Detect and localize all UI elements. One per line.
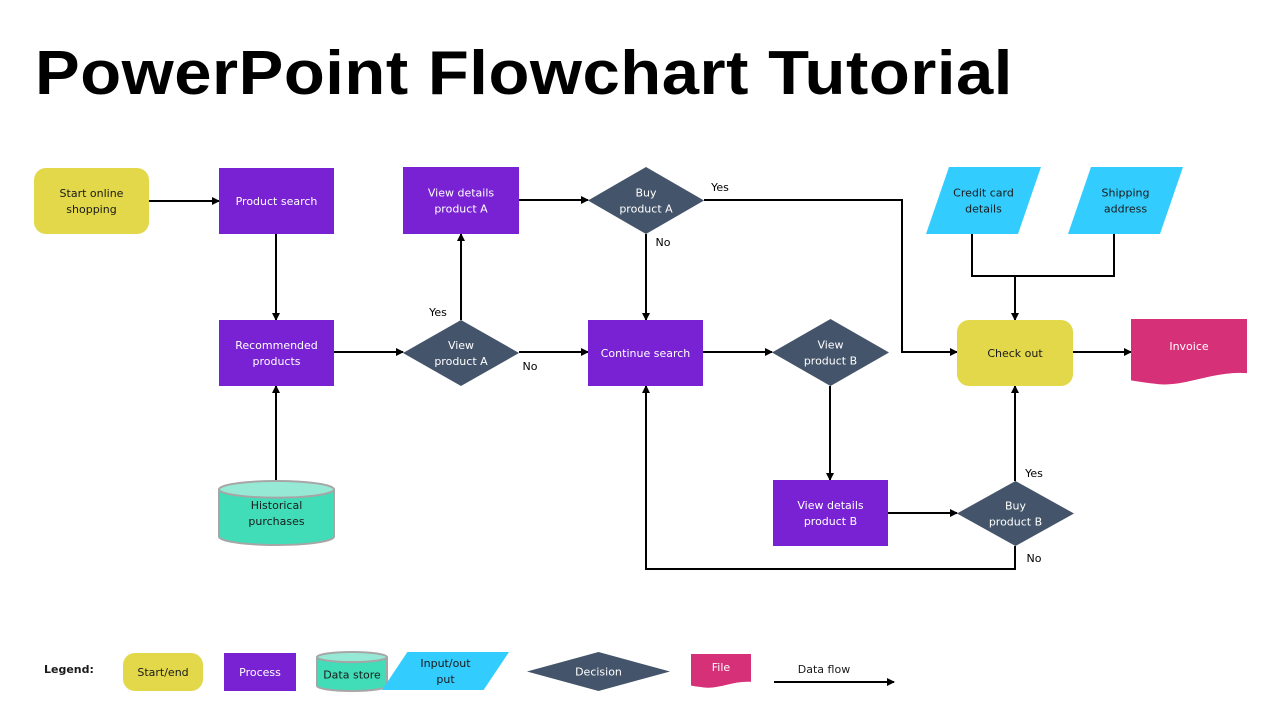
node-invoice[interactable]: Invoice: [1131, 319, 1247, 385]
node-label-line: product B: [804, 355, 857, 368]
legend-label: Process: [239, 666, 281, 679]
node-label-line: product B: [804, 515, 857, 528]
node-view-a[interactable]: View product A: [403, 320, 519, 386]
node-buy-b[interactable]: Buy product B: [957, 481, 1074, 546]
input-output-shape: [1068, 167, 1183, 234]
legend-label: Data flow: [798, 663, 850, 676]
legend-item-data-store: Data store: [316, 651, 388, 692]
process-shape: [773, 480, 888, 546]
node-details-a[interactable]: View details product A: [403, 167, 519, 234]
data-store-shape: [218, 489, 335, 546]
node-label-line: address: [1104, 203, 1147, 216]
node-label-line: Input/out: [420, 657, 471, 670]
legend-item-input-output: Input/out put: [382, 652, 509, 690]
node-continue[interactable]: Continue search: [588, 320, 703, 386]
cylinder-top: [218, 480, 335, 499]
node-label-line: Shipping: [1102, 187, 1150, 200]
decision-swatch: [527, 652, 670, 691]
process-shape: [403, 167, 519, 234]
node-label-line: View: [817, 339, 843, 352]
node-product-search[interactable]: Product search: [219, 168, 334, 234]
legend-item-file: File: [691, 654, 751, 688]
edge-label-yes: Yes: [428, 306, 447, 319]
node-label-line: details: [965, 203, 1002, 216]
decision-shape: [588, 167, 704, 234]
legend-item-flow: Data flow: [774, 663, 895, 686]
legend-heading: Legend:: [44, 663, 94, 676]
node-label-line: put: [436, 673, 455, 686]
node-label-line: Start online: [60, 187, 124, 200]
input-output-shape: [926, 167, 1041, 234]
legend-item-process: Process: [224, 653, 296, 691]
node-start[interactable]: Start online shopping: [34, 168, 149, 234]
edge-credit-to-checkout: [971, 234, 1019, 321]
start-end-shape: [957, 320, 1073, 386]
page-title: PowerPoint Flowchart Tutorial: [35, 39, 1013, 108]
cylinder-top: [316, 651, 388, 664]
node-label-line: product A: [434, 203, 488, 216]
node-label-line: purchases: [248, 515, 304, 528]
start-end-swatch: [123, 653, 203, 691]
legend-item-decision: Decision: [527, 652, 670, 691]
node-label-line: Buy: [1005, 500, 1027, 513]
node-details-b[interactable]: View details product B: [773, 480, 888, 546]
file-shape: [1131, 319, 1247, 385]
legend-label: Start/end: [137, 666, 188, 679]
edge-buy-b-to-continue: [642, 385, 1016, 570]
node-label-line: product A: [619, 203, 673, 216]
node-label-line: Check out: [987, 347, 1043, 360]
decision-shape: [403, 320, 519, 386]
node-view-b[interactable]: View product B: [772, 319, 889, 386]
node-label-line: products: [252, 355, 300, 368]
node-label-line: View: [448, 339, 474, 352]
edge-label-no: No: [1027, 552, 1042, 565]
decision-shape: [772, 319, 889, 386]
node-label-line: View details: [797, 499, 864, 512]
edge-label-no: No: [656, 236, 671, 249]
node-recommended[interactable]: Recommended products: [219, 320, 334, 386]
node-checkout[interactable]: Check out: [957, 320, 1073, 386]
node-label-line: Continue search: [601, 347, 691, 360]
node-label-line: Invoice: [1169, 340, 1209, 353]
node-label-line: product A: [434, 355, 488, 368]
process-swatch: [224, 653, 296, 691]
start-end-shape: [34, 168, 149, 234]
node-label-line: Recommended: [235, 339, 318, 352]
legend-label: File: [712, 661, 731, 674]
legend-item-start-end: Start/end: [123, 653, 203, 691]
legend-label: Data store: [323, 669, 381, 682]
node-historical[interactable]: Historical purchases: [218, 480, 335, 546]
node-label-line: Product search: [236, 195, 318, 208]
node-label-line: View details: [428, 187, 495, 200]
node-label-line: Historical: [251, 499, 303, 512]
edge-buy-a-to-checkout: [704, 199, 958, 356]
edge-shipping-to-checkout: [1015, 234, 1115, 277]
process-shape: [219, 320, 334, 386]
process-shape: [219, 168, 334, 234]
node-label-line: product B: [989, 516, 1042, 529]
edge-label-yes: Yes: [710, 181, 729, 194]
node-label-line: Credit card: [953, 187, 1014, 200]
legend-label: Decision: [575, 666, 622, 679]
edge-label-no: No: [523, 360, 538, 373]
node-label-line: Buy: [635, 187, 657, 200]
file-swatch: [691, 654, 751, 688]
node-buy-a[interactable]: Buy product A: [588, 167, 704, 234]
input-output-swatch: [382, 652, 509, 690]
process-shape: [588, 320, 703, 386]
node-label-line: shopping: [66, 203, 116, 216]
node-credit[interactable]: Credit card details: [926, 167, 1041, 234]
edge-label-yes: Yes: [1024, 467, 1043, 480]
node-shipping[interactable]: Shipping address: [1068, 167, 1183, 234]
decision-shape: [957, 481, 1074, 546]
